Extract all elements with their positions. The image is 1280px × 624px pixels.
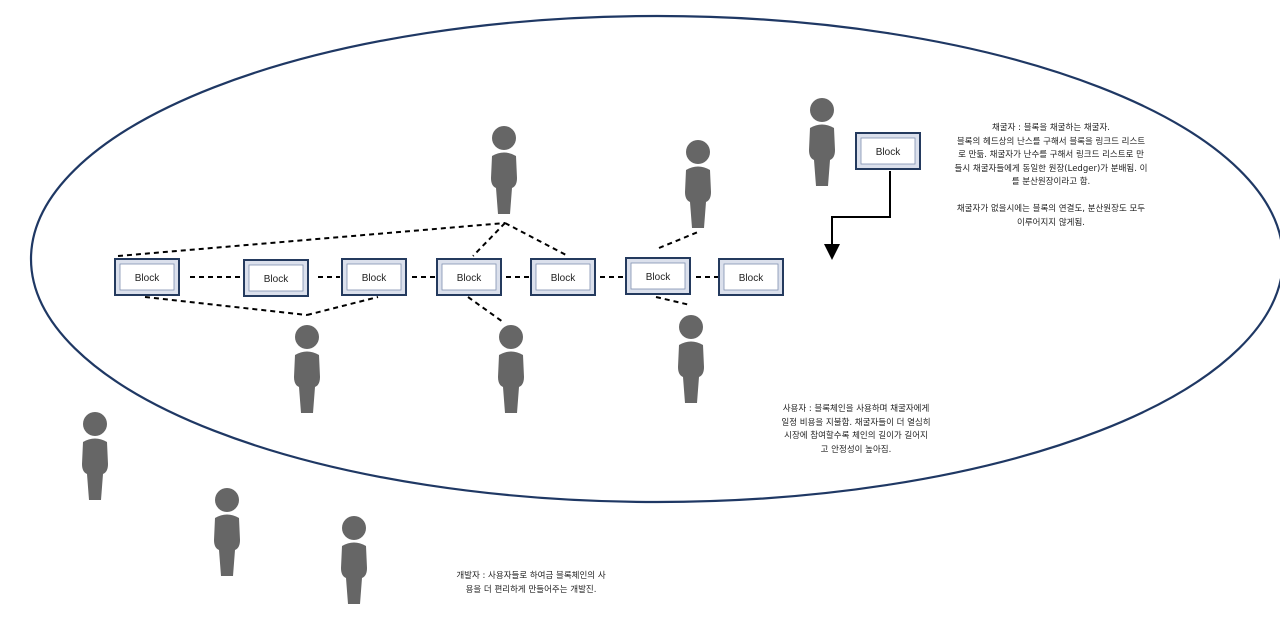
block: Block — [114, 258, 180, 296]
block-label: Block — [135, 273, 160, 284]
block: Block — [718, 258, 784, 296]
block: Block — [530, 258, 596, 296]
connection-line — [658, 231, 699, 249]
network-ellipse — [30, 14, 1280, 504]
block: Block — [243, 259, 309, 297]
connection-line — [655, 296, 691, 306]
developer-person-icon — [214, 488, 240, 576]
block-label: Block — [362, 273, 387, 284]
arrow-connector — [824, 171, 891, 260]
connection-line — [117, 222, 506, 257]
block-label: Block — [876, 147, 901, 158]
user-person-icon — [498, 325, 524, 413]
connection-line — [467, 296, 504, 323]
developer-person-icon — [82, 412, 108, 500]
connection-line — [504, 222, 569, 257]
connection-line — [306, 296, 379, 316]
block: Block — [625, 257, 691, 295]
developer-person-icon — [341, 516, 367, 604]
user-person-icon — [294, 325, 320, 413]
miner-person-icon — [685, 140, 711, 228]
miner-person-icon — [491, 126, 517, 214]
new-block: Block — [855, 132, 921, 170]
block: Block — [436, 258, 502, 296]
user-person-icon — [678, 315, 704, 403]
connection-line — [144, 296, 308, 316]
block-label: Block — [739, 273, 764, 284]
miner-description: 채굴자 : 블록을 채굴하는 채굴자. 블록의 헤드상의 난스를 구해서 블록을… — [954, 123, 1148, 228]
block-label: Block — [646, 272, 671, 283]
block: Block — [341, 258, 407, 296]
miner-person-icon — [809, 98, 835, 186]
connection-lines — [117, 222, 699, 323]
user-description: 사용자 : 블록체인을 사용하며 채굴자에게 일정 비용을 지불함. 채굴자들이… — [781, 404, 931, 455]
block-label: Block — [457, 273, 482, 284]
connection-line — [472, 222, 506, 257]
block-label: Block — [264, 274, 289, 285]
developer-description: 개발자 : 사용자들로 하여금 블록체인의 사 용을 더 편리하게 만들어주는 … — [456, 571, 606, 595]
block-label: Block — [551, 273, 576, 284]
